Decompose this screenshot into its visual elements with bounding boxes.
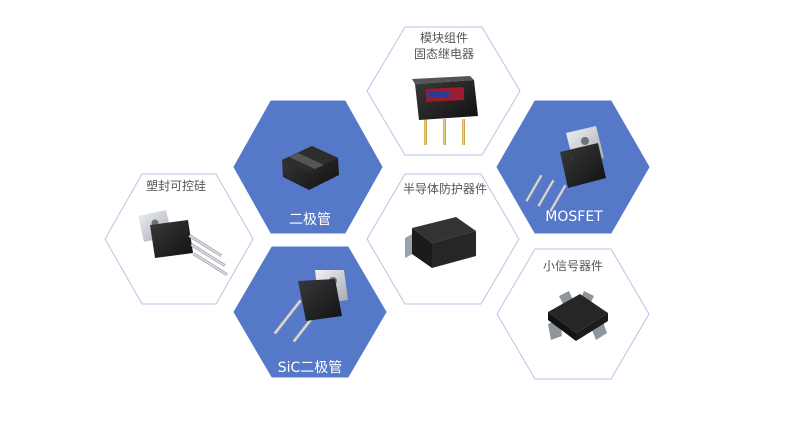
hex-mosfet[interactable]	[496, 100, 650, 234]
module-label[interactable]: 模块组件 固态继电器	[414, 30, 474, 62]
hex-thyristor[interactable]	[104, 173, 254, 305]
sic-diode-label[interactable]: SiC二极管	[277, 360, 343, 376]
diode-label[interactable]: 二极管	[289, 212, 331, 228]
module-label-line1: 模块组件	[419, 31, 469, 45]
to-220-thyristor-icon	[138, 210, 228, 277]
hex-diode[interactable]	[233, 100, 383, 234]
hex-module[interactable]	[366, 26, 521, 156]
sot-23-small-signal-icon	[548, 291, 608, 341]
module-label-line2: 固态继电器	[413, 47, 475, 61]
protection-label[interactable]: 半导体防护器件	[402, 182, 488, 196]
hex-sic-diode[interactable]	[233, 246, 387, 378]
smd-diode-icon	[282, 146, 339, 190]
hex-protection[interactable]	[366, 173, 520, 305]
small-signal-label[interactable]: 小信号器件	[542, 259, 604, 273]
thyristor-label[interactable]: 塑封可控硅	[145, 179, 207, 193]
solid-state-relay-module-icon	[412, 76, 478, 145]
to-220-mosfet-icon	[525, 126, 606, 212]
smd-protection-device-icon	[405, 217, 476, 268]
to-247-sic-diode-icon	[273, 270, 348, 343]
mosfet-label[interactable]: MOSFET	[545, 209, 603, 225]
hex-small-signal[interactable]	[496, 248, 650, 380]
